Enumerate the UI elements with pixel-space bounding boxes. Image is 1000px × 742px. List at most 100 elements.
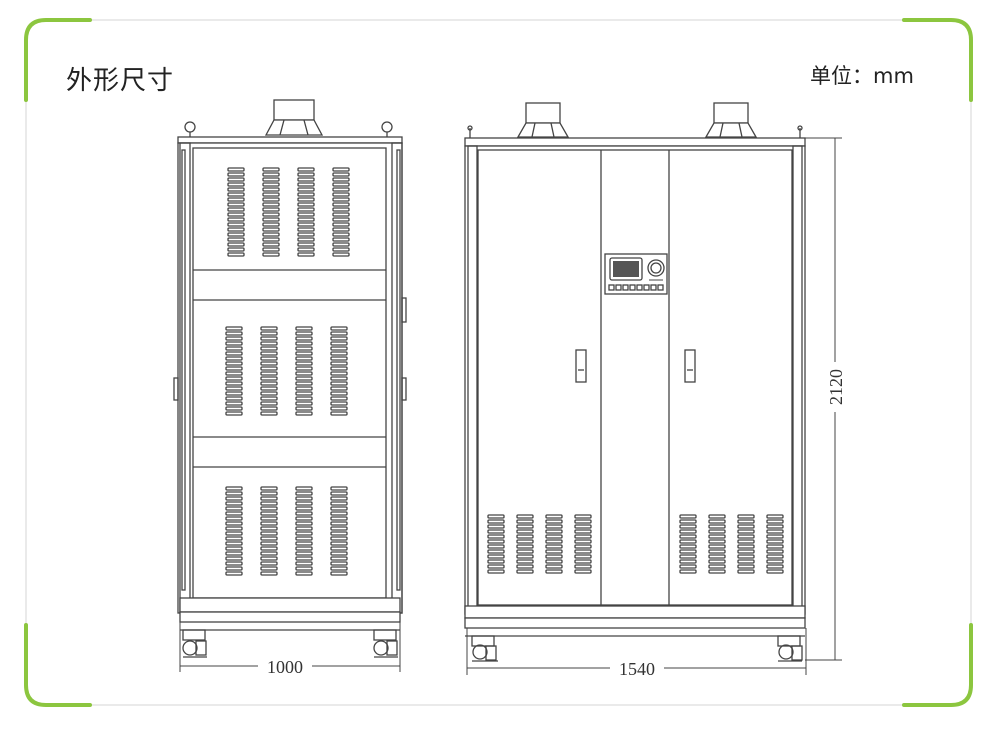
vent-slot — [737, 529, 755, 534]
vent-slot — [545, 564, 563, 569]
vent-slot — [487, 534, 505, 539]
vent-slot — [330, 551, 348, 556]
corner-accents — [24, 18, 973, 707]
vent-slot — [225, 386, 243, 391]
vent-slot — [487, 549, 505, 554]
side-wheel-left — [182, 629, 207, 658]
vent-slot — [225, 336, 243, 341]
vent-slot — [330, 396, 348, 401]
vent-slot — [737, 514, 755, 519]
vent-slot — [330, 501, 348, 506]
vent-slot — [260, 496, 278, 501]
vent-slot — [574, 514, 592, 519]
vent-slot — [330, 406, 348, 411]
vent-slot — [225, 351, 243, 356]
vent-slot — [297, 227, 315, 232]
door-handle-right — [684, 349, 696, 383]
vent-slot — [487, 529, 505, 534]
vent-slot — [225, 401, 243, 406]
vent-slot — [330, 546, 348, 551]
vent-slot — [737, 519, 755, 524]
vent-slot — [330, 356, 348, 361]
vent-slot — [260, 401, 278, 406]
vent-slot — [330, 381, 348, 386]
side-width-label: 1000 — [267, 657, 303, 677]
vent-slot — [297, 207, 315, 212]
vent-slot — [330, 331, 348, 336]
vent-slot — [297, 252, 315, 257]
vent-slot — [545, 549, 563, 554]
vent-slot — [766, 539, 784, 544]
vent-slot — [225, 546, 243, 551]
vent-slot — [574, 564, 592, 569]
vent-slot — [708, 559, 726, 564]
vent-slot — [330, 336, 348, 341]
vent-slot — [295, 391, 313, 396]
vent-slot — [262, 247, 280, 252]
vent-slot — [516, 549, 534, 554]
vent-slot — [225, 536, 243, 541]
vent-slot — [297, 217, 315, 222]
panel-button — [650, 284, 657, 291]
vent-slot — [260, 511, 278, 516]
vent-slot — [225, 381, 243, 386]
vent-slot — [225, 486, 243, 491]
vent-slot — [708, 524, 726, 529]
vent-slot — [260, 521, 278, 526]
vent-slot — [295, 496, 313, 501]
vent-slot — [225, 376, 243, 381]
page-title: 外形尺寸 — [66, 66, 175, 96]
vent-slot — [708, 544, 726, 549]
vent-slot — [260, 391, 278, 396]
vent-slot — [332, 212, 350, 217]
vent-slot — [297, 187, 315, 192]
vent-slot — [260, 571, 278, 576]
vent-slot — [260, 386, 278, 391]
panel-button — [657, 284, 664, 291]
side-view-cabinet — [173, 99, 407, 658]
vent-slot — [262, 202, 280, 207]
vent-slot — [260, 331, 278, 336]
vent-slot — [330, 371, 348, 376]
vent-slot — [260, 326, 278, 331]
side-width-dimension — [179, 622, 401, 672]
vent-slot — [332, 237, 350, 242]
vent-slot — [737, 564, 755, 569]
vent-slot — [766, 569, 784, 574]
vent-slot — [332, 167, 350, 172]
vent-slot — [545, 544, 563, 549]
vent-slot — [227, 172, 245, 177]
vent-slot — [295, 346, 313, 351]
vent-slot — [487, 514, 505, 519]
vent-slot — [332, 227, 350, 232]
vent-slot — [260, 551, 278, 556]
vent-slot — [225, 331, 243, 336]
vent-slot — [260, 491, 278, 496]
vent-slot — [679, 569, 697, 574]
vent-slot — [297, 167, 315, 172]
vent-slot — [737, 549, 755, 554]
vent-slot — [225, 371, 243, 376]
front-fan-right — [704, 102, 758, 138]
vent-slot — [330, 386, 348, 391]
vent-slot — [225, 346, 243, 351]
vent-slot — [262, 167, 280, 172]
vent-slot — [766, 549, 784, 554]
vent-slot — [227, 197, 245, 202]
vent-slot — [766, 554, 784, 559]
vent-slot — [516, 524, 534, 529]
vent-slot — [295, 371, 313, 376]
vent-slot — [225, 541, 243, 546]
vent-slot — [260, 366, 278, 371]
vent-slot — [545, 524, 563, 529]
vent-slot — [487, 539, 505, 544]
vent-slot — [225, 411, 243, 416]
vent-slot — [260, 516, 278, 521]
vent-slot — [330, 516, 348, 521]
vent-slot — [545, 534, 563, 539]
vent-slot — [330, 391, 348, 396]
vent-slot — [260, 411, 278, 416]
vent-slot — [679, 554, 697, 559]
front-view-cabinet — [464, 102, 806, 662]
